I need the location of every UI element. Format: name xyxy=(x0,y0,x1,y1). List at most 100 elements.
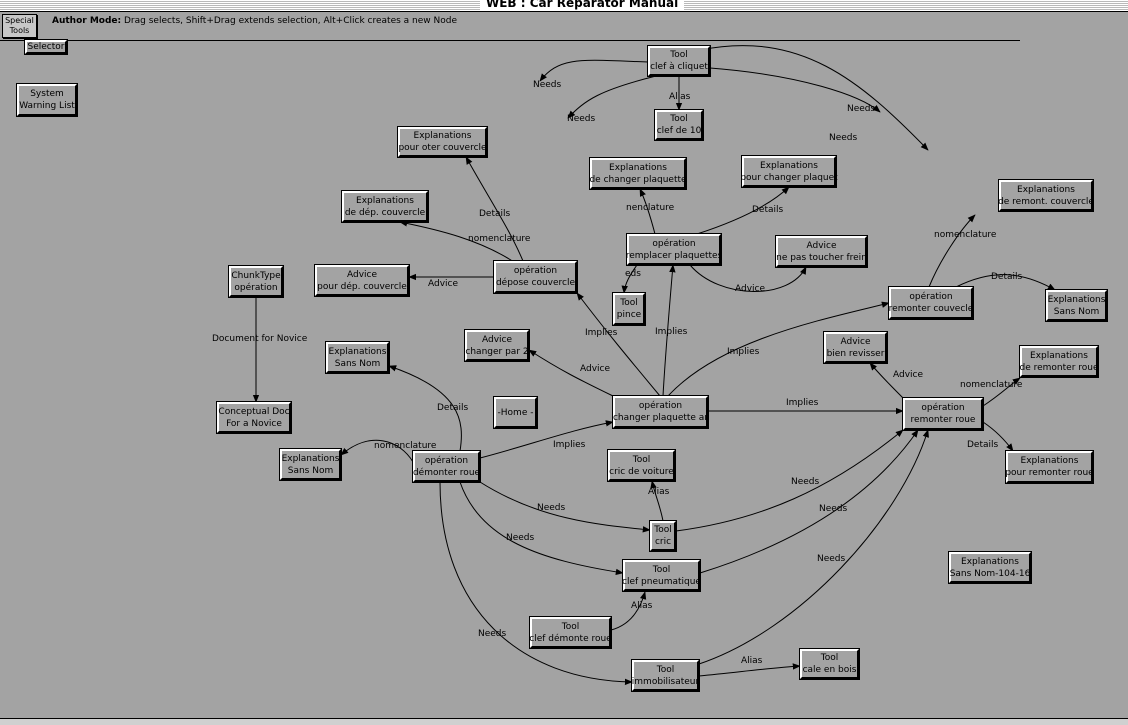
node-type-label: Tool xyxy=(654,525,672,535)
node-title-label: cric de voiture xyxy=(609,466,674,477)
edge-needs[interactable] xyxy=(675,429,904,532)
node-type-label: Explanations xyxy=(413,131,472,141)
edge-needs[interactable] xyxy=(699,429,919,574)
edge-eds[interactable] xyxy=(621,264,638,294)
edge-implies[interactable] xyxy=(479,420,614,459)
edge-needs[interactable] xyxy=(539,59,649,82)
edge-implies[interactable] xyxy=(662,264,676,397)
node-title-label: Sans Nom-104-16 xyxy=(949,568,1031,579)
edge-label-eds: eds xyxy=(625,269,641,279)
node-type-label: Advice xyxy=(840,336,871,347)
edge-needs[interactable] xyxy=(699,45,929,151)
node-title-label: de dép. couvercle xyxy=(344,207,426,218)
edge-label-nomenclature: nomenclature xyxy=(468,234,531,244)
edge-alias[interactable] xyxy=(610,591,647,631)
edge-label-needs: Needs xyxy=(533,80,562,90)
edge-alias[interactable] xyxy=(698,663,801,677)
edge-needs[interactable] xyxy=(479,481,651,533)
edge-label-needs: Needs xyxy=(537,503,566,513)
node-title-label: de remonter roue xyxy=(1019,362,1099,373)
node-title-label: pour remonter roue xyxy=(1005,468,1094,478)
edge-needs[interactable] xyxy=(709,67,881,113)
node-title-label: cric xyxy=(654,537,672,547)
node-tool-cric[interactable]: Tool cric xyxy=(650,521,676,551)
edge-label-document-for-novice: Document for Novice xyxy=(212,334,308,344)
edge-needs[interactable] xyxy=(439,481,633,686)
edge-details[interactable] xyxy=(982,421,1014,452)
edge-label-implies: Implies xyxy=(553,440,586,450)
edge-implies[interactable] xyxy=(576,292,661,397)
edge-advice[interactable] xyxy=(528,349,614,397)
node-title-label: remplacer plaquettes xyxy=(625,250,723,261)
edge-details[interactable] xyxy=(465,156,524,262)
node-title-label: pour oter couvercle xyxy=(398,143,487,153)
node-title-label: For a Novice xyxy=(226,418,282,429)
node-title-label: immobilisateur xyxy=(631,676,700,687)
status-bar xyxy=(0,718,1128,725)
node-type-label: Explanations xyxy=(281,453,340,464)
node-expl-pour-remonter-roue[interactable]: Explanations pour remonter roue xyxy=(1005,451,1094,483)
edge-needs[interactable] xyxy=(567,75,657,119)
edge-label-advice: Advice xyxy=(580,364,611,374)
edge-nenclature[interactable] xyxy=(639,188,656,235)
edge-alias[interactable] xyxy=(650,480,664,522)
node-title-label: clef démonte roue xyxy=(529,633,612,644)
edge-advice[interactable] xyxy=(869,362,904,399)
node-expl-oter-couvercle[interactable]: Explanations pour oter couvercle xyxy=(398,127,487,157)
edge-implies[interactable] xyxy=(667,301,890,397)
node-selector[interactable]: Selector xyxy=(25,40,67,54)
edge-nomenclature[interactable] xyxy=(340,439,414,463)
node-home[interactable]: -Home - xyxy=(494,397,537,428)
edge-nomenclature[interactable] xyxy=(928,214,976,288)
node-type-label: Explanations xyxy=(1020,456,1079,466)
node-type-label: Advice xyxy=(481,334,513,345)
edge-advice[interactable] xyxy=(689,264,807,292)
edge-needs[interactable] xyxy=(459,481,624,576)
edge-details[interactable] xyxy=(955,274,1056,291)
edge-details[interactable] xyxy=(696,186,790,235)
edge-label-needs: Needs xyxy=(567,114,596,124)
edge-nomenclature[interactable] xyxy=(399,220,515,263)
edge-details[interactable] xyxy=(388,365,462,452)
node-type-label: Explanations xyxy=(328,346,387,357)
edge-nomenclature[interactable] xyxy=(982,377,1021,407)
edge-needs[interactable] xyxy=(698,429,929,665)
edge-label-nomenclature: nomenclature xyxy=(934,230,997,240)
node-title-label: démonter roue xyxy=(412,467,481,478)
edge-label-alias: Alias xyxy=(741,656,763,666)
node-type-label: Advice xyxy=(346,269,378,280)
node-title-label: changer par 2 xyxy=(465,346,529,357)
node-type-label: Explanations xyxy=(760,160,818,171)
special-tools-button[interactable]: Special Tools xyxy=(2,14,37,38)
